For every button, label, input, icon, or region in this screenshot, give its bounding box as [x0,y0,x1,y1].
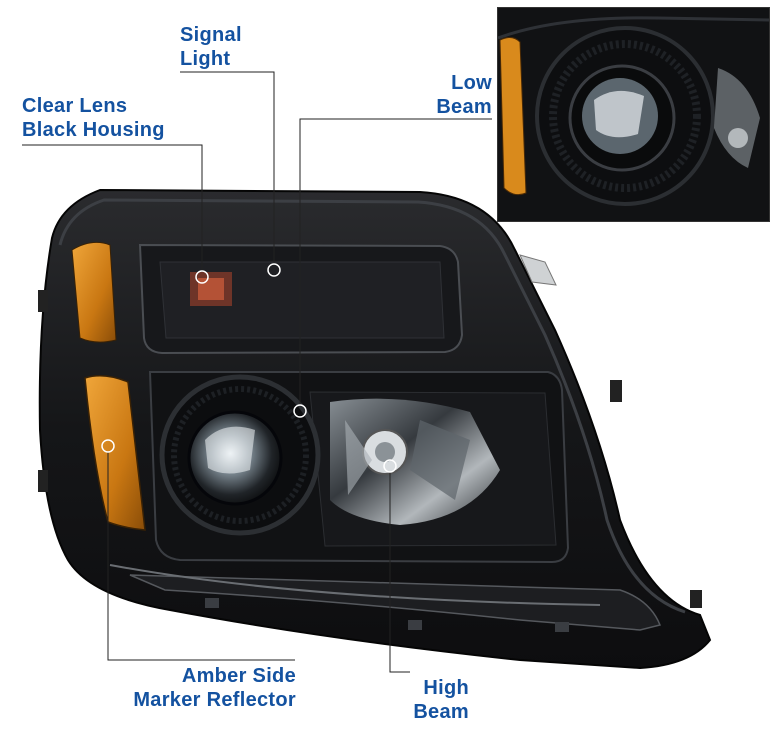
amber-side-marker [84,375,146,531]
bottom-trim [129,574,662,631]
leader-lines [22,71,492,673]
lens-outline [58,198,686,614]
upper-amber-corner [71,241,117,343]
marker-high-beam [383,459,397,473]
closeup-illustration [498,8,769,221]
marker-low-beam [293,404,307,418]
label-clear-lens: Clear Lens Black Housing [22,95,165,141]
label-amber-side-marker: Amber Side Marker Reflector [133,665,296,711]
label-high-beam: High Beam [413,677,469,723]
low-beam-closeup-inset [497,7,770,222]
marker-amber-side [101,439,115,453]
label-low-beam: Low Beam [436,72,492,118]
mounting-tab [519,254,557,286]
marker-signal-light [267,263,281,277]
closeup-amber [499,36,527,196]
marker-clear-lens [195,270,209,284]
high-beam-reflector [330,398,500,525]
label-signal-light: Signal Light [180,24,242,70]
